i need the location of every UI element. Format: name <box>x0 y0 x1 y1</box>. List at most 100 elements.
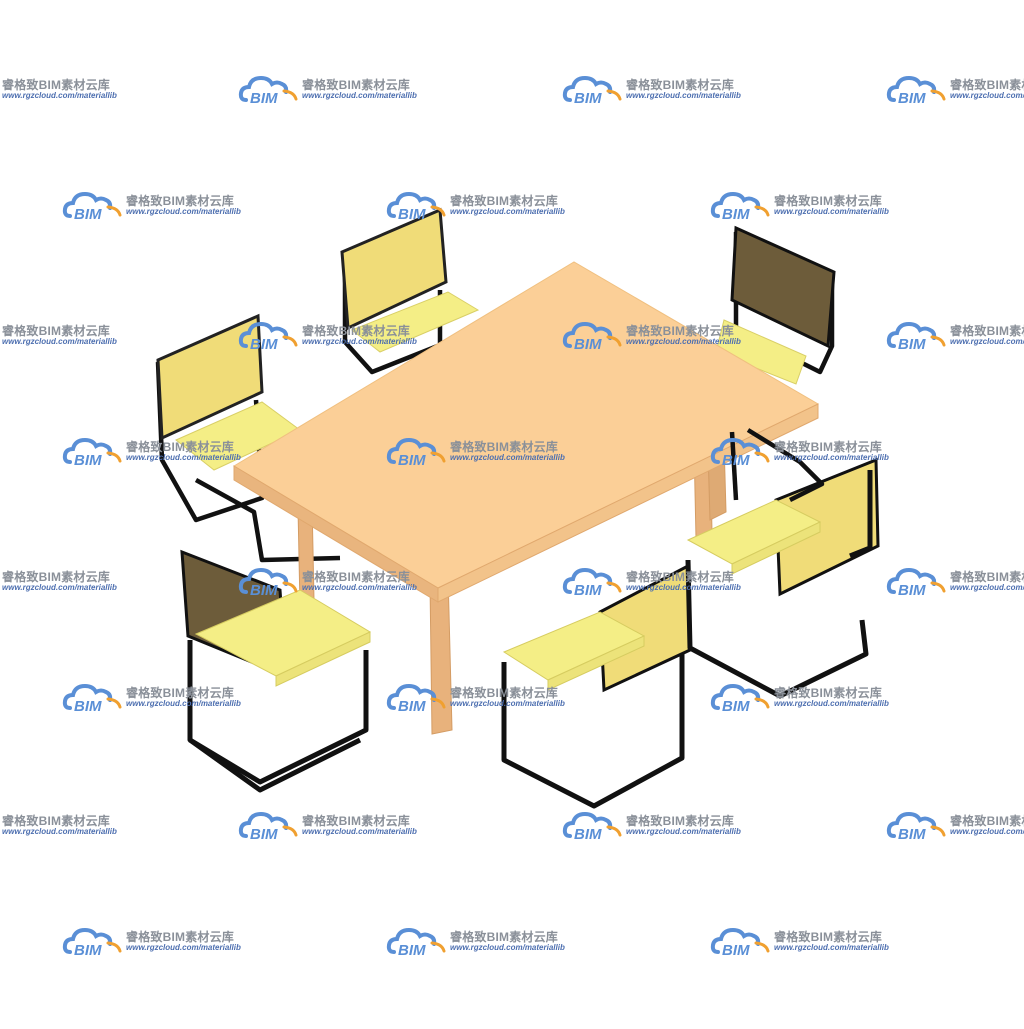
watermark-url: www.rgzcloud.com/materiallib <box>950 337 1024 346</box>
watermark-url: www.rgzcloud.com/materiallib <box>2 337 117 346</box>
watermark-url: www.rgzcloud.com/materiallib <box>774 453 889 462</box>
watermark-url: www.rgzcloud.com/materiallib <box>950 583 1024 592</box>
watermark-brand: 睿格致BIM素材云库 <box>774 930 882 944</box>
cloud-logo-icon: BIM <box>886 567 946 598</box>
watermark-brand: 睿格致BIM素材云库 <box>302 814 410 828</box>
watermark-url: www.rgzcloud.com/materiallib <box>626 583 741 592</box>
cloud-logo-icon: BIM <box>62 927 122 958</box>
logo-text: BIM <box>574 336 602 352</box>
watermark-brand: 睿格致BIM素材云库 <box>450 930 558 944</box>
chair-seat <box>351 291 480 353</box>
watermark-url: www.rgzcloud.com/materiallib <box>2 91 117 100</box>
watermark-brand: 睿格致BIM素材云库 <box>2 814 110 828</box>
logo-text: BIM <box>898 582 926 598</box>
logo-text: BIM <box>898 336 926 352</box>
watermark-brand: 睿格致BIM素材云库 <box>302 570 410 584</box>
chair-seat-edge <box>547 635 645 691</box>
chair-back <box>156 313 264 441</box>
cloud-logo-icon: BIM <box>710 437 770 468</box>
watermark-brand: 睿格致BIM素材云库 <box>126 194 234 208</box>
watermark-brand: 睿格致BIM素材云库 <box>950 570 1024 584</box>
cloud-logo-icon: BIM <box>238 567 298 598</box>
watermark: BIM睿格致BIM素材云库www.rgzcloud.com/materialli… <box>0 316 128 356</box>
watermark-brand: 睿格致BIM素材云库 <box>626 570 734 584</box>
watermark-brand: 睿格致BIM素材云库 <box>2 78 110 92</box>
cloud-logo-icon: BIM <box>386 191 446 222</box>
cloud-logo-icon: BIM <box>562 321 622 352</box>
watermark-url: www.rgzcloud.com/materiallib <box>450 699 565 708</box>
logo-text: BIM <box>398 206 426 222</box>
cloud-logo-icon: BIM <box>62 437 122 468</box>
chair-top-middle <box>340 207 480 375</box>
cloud-logo-icon: BIM <box>62 191 122 222</box>
logo-text: BIM <box>574 826 602 842</box>
watermark-url: www.rgzcloud.com/materiallib <box>302 827 417 836</box>
logo-text: BIM <box>398 942 426 958</box>
watermark-brand: 睿格致BIM素材云库 <box>626 814 734 828</box>
cloud-logo-icon: BIM <box>238 321 298 352</box>
watermark-brand: 睿格致BIM素材云库 <box>950 324 1024 338</box>
watermark: BIM睿格致BIM素材云库www.rgzcloud.com/materialli… <box>0 806 128 846</box>
cloud-logo-icon: BIM <box>886 75 946 106</box>
chair-seat-edge <box>275 631 371 687</box>
watermark-url: www.rgzcloud.com/materiallib <box>2 583 117 592</box>
cloud-logo-icon: BIM <box>710 927 770 958</box>
chair-frame <box>187 640 369 785</box>
cloud-logo-icon: BIM <box>62 683 122 714</box>
chair-seat <box>715 319 807 385</box>
watermark-url: www.rgzcloud.com/materiallib <box>126 207 241 216</box>
watermark: BIM睿格致BIM素材云库www.rgzcloud.com/materialli… <box>0 562 128 602</box>
logo-text: BIM <box>250 90 278 106</box>
watermark-brand: 睿格致BIM素材云库 <box>950 78 1024 92</box>
watermark-url: www.rgzcloud.com/materiallib <box>2 827 117 836</box>
cloud-logo-icon: BIM <box>886 321 946 352</box>
watermark-url: www.rgzcloud.com/materiallib <box>626 337 741 346</box>
watermark-url: www.rgzcloud.com/materiallib <box>626 91 741 100</box>
watermark-brand: 睿格致BIM素材云库 <box>774 194 882 208</box>
logo-text: BIM <box>250 826 278 842</box>
watermark-brand: 睿格致BIM素材云库 <box>450 440 558 454</box>
watermark: BIM睿格致BIM素材云库www.rgzcloud.com/materialli… <box>886 806 1024 846</box>
watermark-brand: 睿格致BIM素材云库 <box>126 440 234 454</box>
chair-frame <box>685 559 869 699</box>
cloud-logo-icon: BIM <box>386 927 446 958</box>
watermark-brand: 睿格致BIM素材云库 <box>774 440 882 454</box>
logo-text: BIM <box>574 90 602 106</box>
chair-top-right <box>715 225 836 385</box>
watermark-url: www.rgzcloud.com/materiallib <box>950 91 1024 100</box>
watermark-brand: 睿格致BIM素材云库 <box>126 686 234 700</box>
watermark: BIM 睿格致BIM素材云库www.rgzcloud.com/materialli… <box>886 316 1024 356</box>
watermark: BIM 睿格致BIM素材云库www.rgzcloud.com/materialli… <box>886 70 1024 110</box>
cloud-logo-icon: BIM <box>386 437 446 468</box>
watermark-brand: 睿格致BIM素材云库 <box>450 194 558 208</box>
logo-text: BIM <box>898 826 926 842</box>
watermark-url: www.rgzcloud.com/materiallib <box>774 943 889 952</box>
chair-back <box>730 225 836 349</box>
watermark-brand: 睿格致BIM素材云库 <box>450 686 558 700</box>
watermark-brand: 睿格致BIM素材云库 <box>626 324 734 338</box>
cloud-logo-icon: BIM <box>562 811 622 842</box>
watermark-url: www.rgzcloud.com/materiallib <box>626 827 741 836</box>
logo-text: BIM <box>250 336 278 352</box>
logo-text: BIM <box>398 452 426 468</box>
watermark-url: www.rgzcloud.com/materiallib <box>950 827 1024 836</box>
logo-text: BIM <box>722 452 750 468</box>
watermark-brand: 睿格致BIM素材云库 <box>126 930 234 944</box>
